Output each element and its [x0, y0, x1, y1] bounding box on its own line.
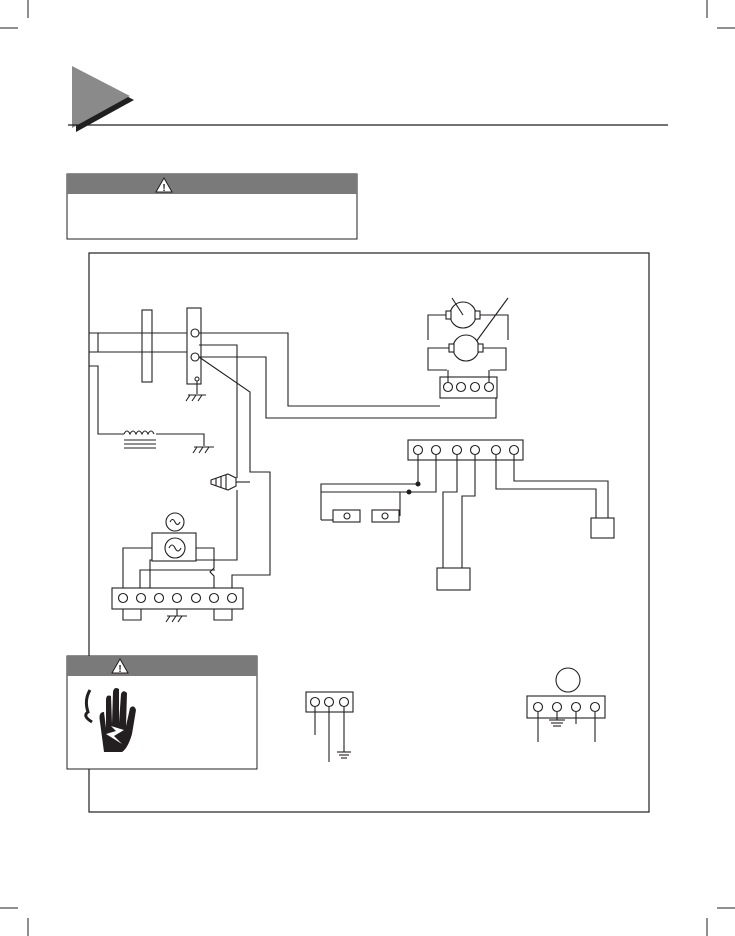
warning-triangle-icon: ! — [111, 657, 129, 675]
warning-triangle-icon: ! — [155, 176, 173, 194]
entry-terminal-strip — [186, 307, 202, 385]
wiring-diagram — [89, 297, 615, 762]
relay-box — [436, 567, 471, 591]
limit-switch-box — [590, 517, 615, 539]
terminal-block-3 — [305, 691, 354, 762]
lamp-bottom — [164, 537, 186, 559]
capacitor-circle — [555, 667, 581, 693]
terminal-block-6 — [407, 439, 524, 461]
motor-top — [427, 301, 509, 340]
fuse-right — [371, 509, 400, 523]
section-header — [68, 66, 668, 132]
bottom-warning-box: ! — [66, 655, 258, 770]
fuse-left — [332, 509, 361, 523]
electric-shock-hand-icon — [84, 688, 136, 752]
lamp-top — [165, 512, 185, 532]
transformer — [123, 430, 214, 454]
svg-text:!: ! — [162, 183, 165, 194]
terminal-block-4 — [439, 370, 498, 399]
ground-symbol-entry — [185, 381, 206, 402]
terminal-block-7 — [111, 587, 244, 610]
top-warning-box: ! — [66, 173, 358, 240]
terminal-block-4-ground — [526, 695, 606, 742]
diagram-frame — [88, 252, 650, 813]
entry-bar — [141, 309, 153, 383]
svg-text:!: ! — [118, 664, 121, 675]
wire-nut — [210, 473, 237, 491]
motor-bottom — [427, 334, 507, 371]
